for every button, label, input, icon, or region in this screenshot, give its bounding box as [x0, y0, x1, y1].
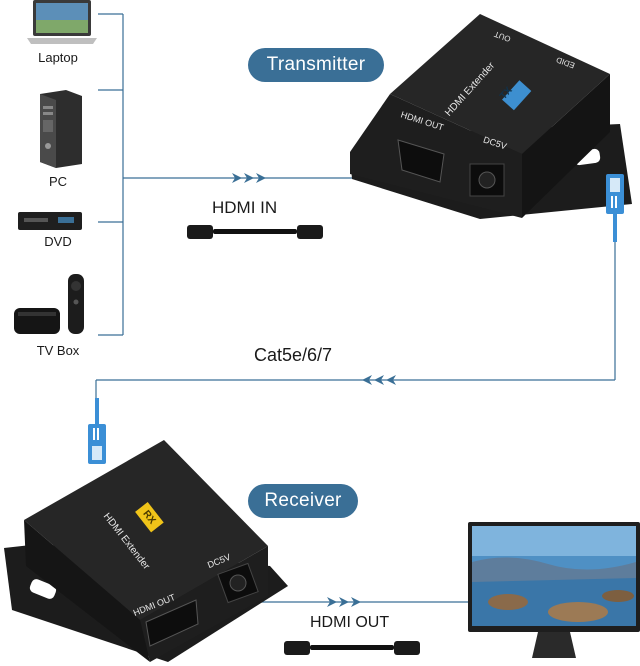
- receiver-device: [4, 440, 288, 662]
- rj45-connector-icon: [88, 398, 106, 464]
- laptop-icon: [27, 0, 97, 44]
- hdmi-cable-icon: [284, 641, 420, 655]
- rj45-connector-icon: [606, 174, 624, 242]
- dvd-player-icon: [18, 212, 82, 230]
- monitor-icon: [468, 522, 640, 658]
- source-label-pc: PC: [48, 174, 68, 189]
- hdmi-in-label: HDMI IN: [212, 198, 278, 217]
- transmitter-title: Transmitter: [248, 48, 384, 82]
- arrow-right-icon: [232, 173, 266, 183]
- source-label-tv-box: TV Box: [36, 343, 80, 358]
- source-label-dvd: DVD: [44, 234, 72, 249]
- tv-box-icon: [14, 274, 84, 334]
- arrow-left-icon: [362, 375, 396, 385]
- hdmi-cable-icon: [187, 225, 323, 239]
- pc-tower-icon: [40, 90, 82, 168]
- arrow-right-icon: [327, 597, 361, 607]
- transmitter-device: [350, 14, 632, 219]
- cat-cable-label: Cat5e/6/7: [254, 345, 333, 365]
- source-label-laptop: Laptop: [38, 50, 78, 65]
- receiver-title: Receiver: [248, 484, 358, 518]
- hdmi-out-label: HDMI OUT: [310, 614, 390, 631]
